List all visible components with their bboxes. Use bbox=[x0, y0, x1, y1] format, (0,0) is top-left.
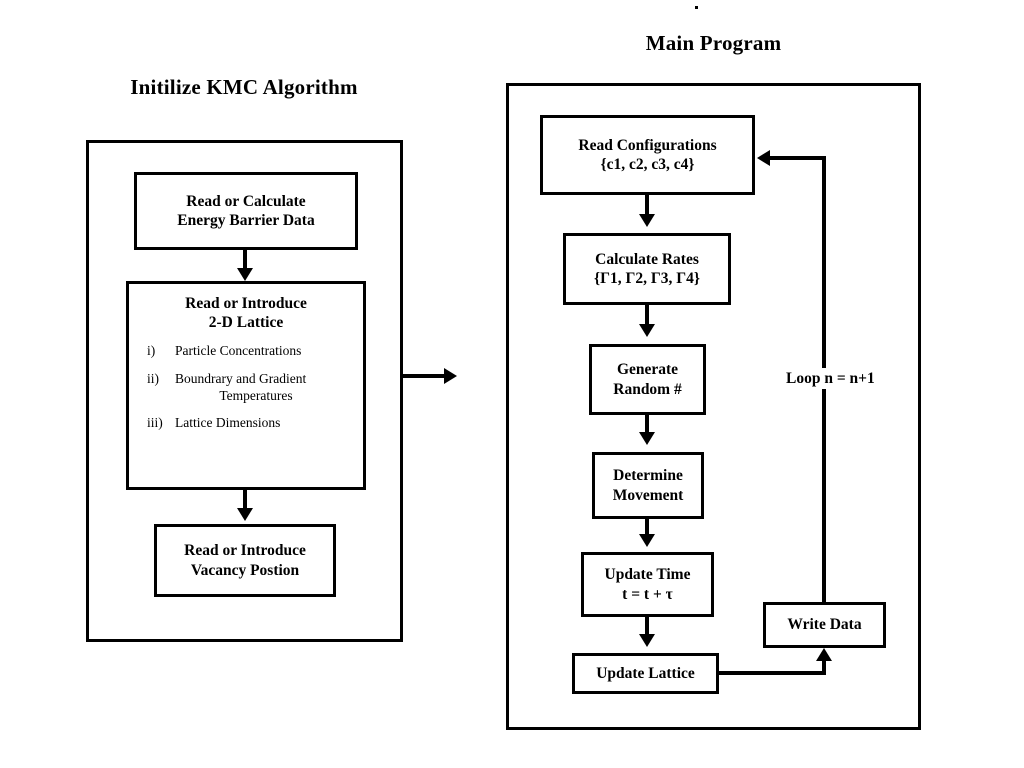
list-item: iii) Lattice Dimensions bbox=[147, 415, 363, 432]
connector-rates-to-random-line bbox=[645, 305, 649, 327]
connector-movement-to-time-line bbox=[645, 519, 649, 537]
node-read-lattice-line2: 2-D Lattice bbox=[208, 314, 284, 332]
node-read-energy-barrier-line2: Energy Barrier Data bbox=[177, 212, 315, 229]
loop-label-line1: Loop bbox=[786, 370, 821, 387]
node-generate-random[interactable]: Generate Random # bbox=[589, 344, 706, 415]
node-calculate-rates-line2: {Γ1, Γ2, Γ3, Γ4} bbox=[594, 270, 700, 287]
list-item-text-line2: Temperatures bbox=[219, 387, 293, 403]
lattice-parameter-list: i) Particle Concentrations ii) Boundrary… bbox=[129, 343, 363, 444]
connector-lattice-to-write-horizontal bbox=[719, 671, 826, 675]
right-panel-title: Main Program bbox=[645, 31, 782, 55]
node-update-time-line1: Update Time bbox=[604, 566, 691, 584]
connector-loop-arrow bbox=[757, 150, 770, 166]
node-generate-random-line1: Generate bbox=[616, 361, 679, 379]
node-read-lattice-line1: Read or Introduce bbox=[185, 295, 307, 312]
node-determine-movement-line2: Movement bbox=[612, 486, 684, 504]
connector-config-to-rates-arrow bbox=[639, 214, 655, 227]
connector-lattice-to-write-arrow bbox=[816, 648, 832, 661]
connector-energy-to-lattice-arrow bbox=[237, 268, 253, 281]
list-item-text-line1: Boundrary and Gradient bbox=[175, 370, 307, 386]
node-determine-movement-line1: Determine bbox=[613, 467, 683, 485]
connector-loop-horizontal bbox=[768, 156, 824, 160]
node-update-time[interactable]: Update Time t = t + τ bbox=[581, 552, 714, 617]
connector-left-to-right-arrow bbox=[444, 368, 457, 384]
node-read-lattice-heading: Read or Introduce 2-D Lattice bbox=[185, 294, 307, 333]
node-write-data-line1: Write Data bbox=[787, 616, 862, 634]
node-read-vacancy-line2: Vacancy Postion bbox=[190, 561, 300, 579]
connector-lattice-to-write-vertical bbox=[822, 660, 826, 673]
connector-random-to-movement-line bbox=[645, 415, 649, 435]
connector-time-to-lattice-arrow bbox=[639, 634, 655, 647]
list-item-marker: i) bbox=[147, 342, 156, 358]
node-write-data[interactable]: Write Data bbox=[763, 602, 886, 648]
node-read-lattice[interactable]: Read or Introduce 2-D Lattice i) Particl… bbox=[126, 281, 366, 490]
node-read-configurations-line2: {c1, c2, c3, c4} bbox=[600, 156, 695, 173]
list-item-text: Particle Concentrations bbox=[175, 342, 302, 358]
node-read-vacancy[interactable]: Read or Introduce Vacancy Postion bbox=[154, 524, 336, 597]
connector-time-to-lattice-line bbox=[645, 617, 649, 636]
speck-artifact bbox=[695, 6, 698, 9]
node-determine-movement[interactable]: Determine Movement bbox=[592, 452, 704, 519]
connector-random-to-movement-arrow bbox=[639, 432, 655, 445]
node-read-energy-barrier-line1: Read or Calculate bbox=[186, 192, 306, 210]
node-read-vacancy-line1: Read or Introduce bbox=[184, 542, 306, 560]
list-item: ii) Boundrary and Gradient Temperatures bbox=[147, 371, 363, 405]
node-read-configurations-line1: Read Configurations bbox=[578, 136, 717, 154]
connector-movement-to-time-arrow bbox=[639, 534, 655, 547]
initialize-kmc-container bbox=[86, 140, 403, 642]
node-generate-random-line2: Random # bbox=[613, 380, 682, 398]
node-read-energy-barrier[interactable]: Read or Calculate Energy Barrier Data bbox=[134, 172, 358, 250]
node-calculate-rates[interactable]: Calculate Rates {Γ1, Γ2, Γ3, Γ4} bbox=[563, 233, 731, 305]
list-item-marker: ii) bbox=[147, 370, 159, 386]
main-program-container bbox=[506, 83, 921, 730]
list-item: i) Particle Concentrations bbox=[147, 343, 363, 360]
loop-label: Loop n = n+1 bbox=[779, 368, 881, 390]
node-update-lattice-line1: Update Lattice bbox=[596, 664, 695, 682]
left-panel-title: Initilize KMC Algorithm bbox=[130, 75, 358, 99]
list-item-text: Boundrary and Gradient Temperatures bbox=[175, 371, 363, 405]
list-item-marker: iii) bbox=[147, 415, 163, 431]
node-update-lattice[interactable]: Update Lattice bbox=[572, 653, 719, 694]
node-read-configurations[interactable]: Read Configurations {c1, c2, c3, c4} bbox=[540, 115, 755, 195]
connector-energy-to-lattice-line bbox=[243, 250, 247, 271]
connector-config-to-rates-line bbox=[645, 195, 649, 217]
loop-label-line2: n = n+1 bbox=[824, 370, 875, 387]
connector-lattice-to-vacancy-arrow bbox=[237, 508, 253, 521]
list-item-text: Lattice Dimensions bbox=[175, 415, 281, 431]
connector-left-to-right-line bbox=[402, 374, 448, 378]
node-calculate-rates-line1: Calculate Rates bbox=[595, 250, 699, 268]
node-update-time-line2: t = t + τ bbox=[622, 585, 673, 603]
connector-lattice-to-vacancy-line bbox=[243, 490, 247, 511]
connector-rates-to-random-arrow bbox=[639, 324, 655, 337]
